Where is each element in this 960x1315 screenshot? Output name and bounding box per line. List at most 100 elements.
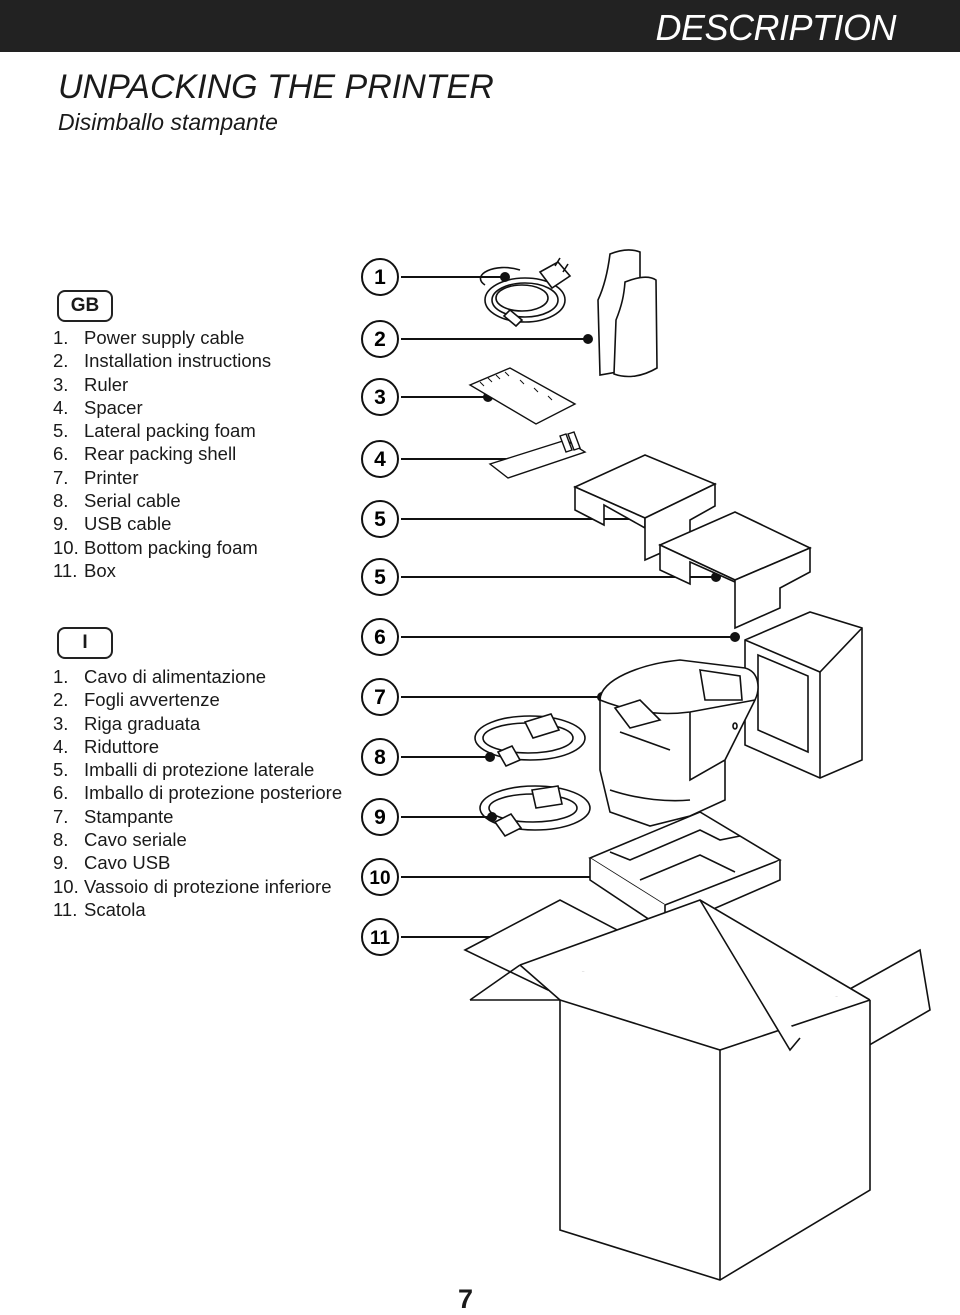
callout-6: 6 [361, 618, 399, 656]
list-item-number: 6. [53, 443, 69, 465]
list-item-text: Rear packing shell [84, 443, 237, 465]
callout-label: 2 [374, 328, 386, 351]
callout-1: 1 [361, 258, 399, 296]
list-item: 2.Installation instructions [53, 349, 271, 372]
list-item: 3.Ruler [53, 373, 271, 396]
list-item: 8. Cavo seriale [53, 828, 342, 851]
callout-2: 2 [361, 320, 399, 358]
list-item-number: 11. [53, 559, 78, 581]
callout-label: 9 [374, 806, 386, 829]
list-item-number: 10. [53, 875, 79, 897]
callout-label: 6 [374, 626, 386, 649]
list-item-text: Spacer [84, 396, 143, 418]
list-item-number: 1. [53, 327, 69, 348]
list-item-text: Imballo di protezione posteriore [84, 782, 343, 804]
callout-label: 7 [374, 686, 386, 709]
list-item-number: 3. [53, 712, 69, 734]
list-item-number: 4. [53, 735, 69, 757]
list-item-number: 9. [53, 513, 69, 535]
list-item-number: 2. [53, 689, 69, 711]
page-subtitle: Disimballo stampante [58, 109, 278, 135]
callout-label: 5 [374, 508, 386, 531]
list-item-text: Scatola [84, 898, 146, 920]
list-item: 9.USB cable [53, 512, 271, 535]
rear-shell-drawing [744, 611, 863, 779]
list-item: 4.Riduttore [53, 735, 342, 758]
callout-8: 8 [361, 738, 399, 776]
list-item-text: Riga graduata [84, 712, 201, 734]
list-item: 10.Vassoio di protezione inferiore [53, 875, 342, 898]
list-item-number: 5. [53, 759, 69, 781]
list-item-text: Stampante [84, 805, 174, 827]
list-item-text: Power supply cable [84, 327, 245, 348]
lateral-foam-lower-drawing [658, 511, 812, 630]
list-item: 5. Imballi di protezione laterale [53, 758, 342, 781]
callout-3: 3 [361, 378, 399, 416]
list-item-text: Serial cable [84, 490, 181, 512]
language-badge-it: I [57, 627, 113, 659]
callout-4: 4 [361, 440, 399, 478]
list-item-number: 9. [53, 852, 69, 874]
language-badge-gb: GB [57, 290, 113, 322]
callout-label: 3 [374, 386, 386, 409]
list-item: 7. Stampante [53, 805, 342, 828]
page-number: 7 [458, 1284, 474, 1314]
header-bar: DESCRIPTION [0, 0, 960, 52]
callout-7: 7 [361, 678, 399, 716]
list-item-number: 1. [53, 666, 69, 687]
list-item-text: Vassoio di protezione inferiore [84, 875, 332, 897]
list-item-text: Installation instructions [84, 350, 272, 372]
box-drawing [463, 899, 931, 1281]
list-item-text: Box [84, 559, 116, 581]
list-item: 9. Cavo USB [53, 851, 342, 874]
callout-label: 11 [370, 928, 391, 949]
list-item-number: 10. [53, 536, 79, 558]
ruler-drawing [468, 367, 577, 425]
serial-cable-drawing [474, 713, 586, 768]
list-item-number: 7. [53, 466, 69, 488]
list-item-text: Fogli avvertenze [84, 689, 220, 711]
list-item-number: 7. [53, 805, 69, 827]
instruction-sheets-drawing [597, 249, 658, 378]
list-item-text: Printer [84, 466, 139, 488]
list-item-number: 4. [53, 396, 69, 418]
list-item: 11. Box [53, 559, 271, 582]
list-item: 6. Imballo di protezione posteriore [53, 781, 342, 804]
list-item: 3. Riga graduata [53, 712, 342, 735]
usb-cable-drawing [479, 785, 591, 838]
page-title: UNPACKING THE PRINTER [58, 68, 494, 106]
callout-10: 10 [361, 858, 399, 896]
list-item-number: 5. [53, 420, 69, 442]
callout-11: 11 [361, 918, 399, 956]
callout-label: 8 [374, 746, 386, 769]
callout-label: 1 [374, 266, 386, 289]
callout-9: 9 [361, 798, 399, 836]
list-item-number: 6. [53, 782, 69, 804]
list-item-number: 8. [53, 829, 69, 851]
list-item: 2. Fogli avvertenze [53, 688, 342, 711]
list-item-number: 8. [53, 490, 69, 512]
list-item-number: 3. [53, 373, 69, 395]
callout-5b: 5 [361, 558, 399, 596]
list-item: 6. Rear packing shell [53, 442, 271, 465]
printer-drawing [599, 659, 759, 827]
lateral-foam-upper-drawing [573, 454, 717, 562]
list-item: 8. Serial cable [53, 489, 271, 512]
callout-5a: 5 [361, 500, 399, 538]
list-item-text: Cavo seriale [84, 829, 187, 851]
section-title: DESCRIPTION [655, 7, 896, 48]
list-item-text: Imballi di protezione laterale [84, 759, 315, 781]
list-item-text: Cavo USB [84, 852, 171, 874]
callout-label: 10 [369, 868, 390, 889]
callout-label: 5 [374, 566, 386, 589]
list-item: 10.Bottom packing foam [53, 536, 271, 559]
spacer-drawing [488, 431, 587, 479]
list-item: 5. Lateral packing foam [53, 419, 271, 442]
callout-label: 4 [374, 448, 386, 471]
list-item-text: Lateral packing foam [84, 420, 256, 442]
list-item-text: Bottom packing foam [84, 536, 258, 558]
power-cable-drawing [479, 257, 572, 328]
